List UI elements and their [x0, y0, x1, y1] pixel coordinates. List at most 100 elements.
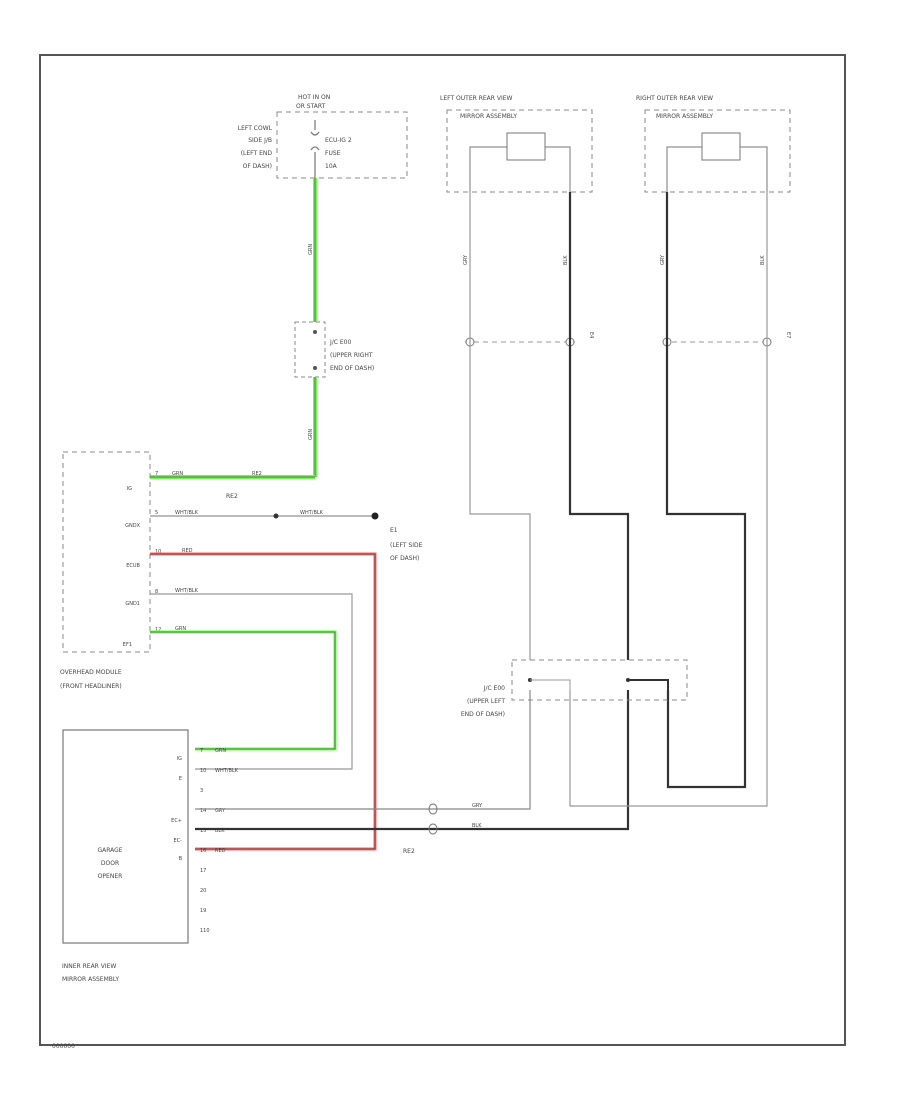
im-pin-b: B	[179, 856, 183, 862]
im-pin-number: 15	[200, 828, 206, 834]
ground-name: E1	[390, 527, 398, 534]
re-splice-label-2: RE2	[403, 848, 415, 855]
lm-black-color: BLK	[563, 255, 569, 265]
om-pin-num-10: 10	[155, 549, 161, 555]
feed-wire-color-2: GRN	[308, 429, 314, 440]
ec-minus-connector	[428, 823, 438, 835]
jc-left-label-2: (UPPER LEFT	[467, 698, 505, 705]
fuse-symbol	[310, 120, 320, 178]
left-mirror-lead-a	[469, 146, 507, 192]
left-mirror-heater	[506, 132, 546, 161]
diagram-frame	[39, 54, 846, 1046]
right-mirror-lead-b	[740, 146, 768, 192]
ground-wire-color: WHT/BLK	[300, 510, 324, 516]
left-mirror-dashed	[446, 109, 593, 193]
ef1-wire-color: GRN	[175, 626, 186, 632]
im-pin-number: 17	[200, 868, 206, 874]
ig-splice-code: RE2	[252, 471, 262, 477]
right-mirror-black-wire	[665, 192, 747, 789]
om-pin-gndx: GNDX	[125, 523, 140, 529]
right-mirror-dashed	[644, 109, 791, 193]
im-b-wire-color: RED	[215, 848, 226, 854]
gnd1-wire	[150, 593, 353, 770]
jc-left-bridge-gray	[530, 679, 571, 700]
rm-black-color: BLK	[760, 255, 766, 265]
left-mirror-label: LEFT OUTER REAR VIEW	[440, 95, 513, 102]
ef1-green-wire-core	[150, 631, 336, 750]
ecub-red-wire-core	[150, 553, 376, 850]
ground-point-e1	[371, 512, 379, 520]
ig-wire-color: GRN	[172, 471, 183, 477]
gndx-splice	[273, 513, 279, 519]
connector-left-id: E4	[588, 332, 594, 338]
overhead-module-label: OVERHEAD MODULE	[60, 669, 122, 676]
im-pin-number: 110	[200, 928, 210, 934]
im-pin-number: 3	[200, 788, 203, 794]
junction-block-dashed	[276, 111, 408, 179]
om-pin-num-5: 5	[155, 510, 158, 516]
ec-minus-wire-color: BLK	[472, 823, 482, 829]
ec-plus-wire-color: GRY	[472, 803, 483, 809]
ef1-green-wire	[150, 630, 337, 751]
im-pin-number: 20	[200, 888, 206, 894]
om-pin-ecub: ECUB	[126, 563, 140, 569]
im-e-wire-color: WHT/BLK	[215, 768, 239, 774]
om-pin-gnd1: GND1	[125, 601, 140, 607]
lm-gray-color: GRY	[463, 254, 469, 265]
jc-left-label-3: END OF DASH)	[461, 711, 505, 718]
fuse-word: FUSE	[325, 150, 341, 157]
ec-minus-wire	[195, 690, 630, 831]
hot-label-2: OR START	[296, 103, 326, 110]
right-mirror-gray-wire	[569, 192, 768, 807]
inner-mirror-label: INNER REAR VIEW	[62, 963, 116, 970]
ecub-red-wire	[150, 552, 377, 851]
om-pin-ef1: EF1	[123, 642, 132, 648]
garage-opener-label-1: GARAGE	[97, 847, 122, 854]
jc-upper-right-dashed	[294, 321, 326, 378]
figure-code: 000000	[52, 1043, 75, 1050]
om-pin-num-12: 12	[155, 627, 161, 633]
ground-location-1: (LEFT SIDE	[390, 542, 423, 549]
ecub-wire-color: RED	[182, 548, 193, 554]
im-pin-e: E	[179, 776, 182, 782]
im-pin-number: 7	[200, 748, 203, 754]
feed-wire-color-1: GRN	[308, 244, 314, 255]
om-pin-num-7: 7	[155, 471, 158, 477]
im-pin-ec-plus: EC+	[171, 818, 182, 824]
im-pin-ec-minus: EC-	[174, 838, 183, 844]
garage-opener-label-2: DOOR	[101, 860, 119, 867]
ground-location-2: OF DASH)	[390, 555, 419, 562]
im-ecminus-wire-color: BLK	[215, 828, 225, 834]
fuse-name: ECU-IG 2	[325, 137, 352, 144]
ec-plus-wire	[195, 690, 531, 810]
im-pin-number: 16	[200, 848, 206, 854]
jc-left-label-1: J/C E00	[483, 685, 505, 692]
overhead-module-location: (FRONT HEADLINER)	[60, 683, 122, 690]
jc-pin-top	[313, 330, 317, 334]
ec-plus-connector	[428, 803, 438, 815]
left-mirror-gray-wire	[469, 192, 531, 660]
right-mirror-sub: MIRROR ASSEMBLY	[656, 113, 713, 120]
jc-left-bridge-black	[628, 679, 669, 700]
jb-location-4: OF DASH)	[243, 163, 272, 170]
left-mirror-lead-b	[545, 146, 571, 192]
overhead-module-dashed	[62, 451, 151, 653]
right-mirror-lead-a	[666, 146, 702, 192]
jb-location-2: SIDE J/B	[248, 137, 272, 144]
right-mirror-heater	[701, 132, 741, 161]
jc-right-label-3: END OF DASH)	[330, 365, 374, 372]
inner-mirror-box	[62, 729, 189, 944]
hot-label: HOT IN ON	[298, 94, 330, 101]
fuse-rating: 10A	[325, 163, 338, 170]
inner-mirror-label-2: MIRROR ASSEMBLY	[62, 976, 119, 983]
im-pin-number: 19	[200, 908, 206, 914]
left-mirror-black-wire	[568, 192, 630, 660]
gnd1-wire-color: WHT/BLK	[175, 588, 199, 594]
jc-pin-bottom	[313, 366, 317, 370]
rm-gray-color: GRY	[660, 254, 666, 265]
jc-right-label-1: J/C E00	[329, 339, 351, 346]
im-pin-number: 10	[200, 768, 206, 774]
jb-location-1: LEFT COWL	[238, 125, 273, 132]
